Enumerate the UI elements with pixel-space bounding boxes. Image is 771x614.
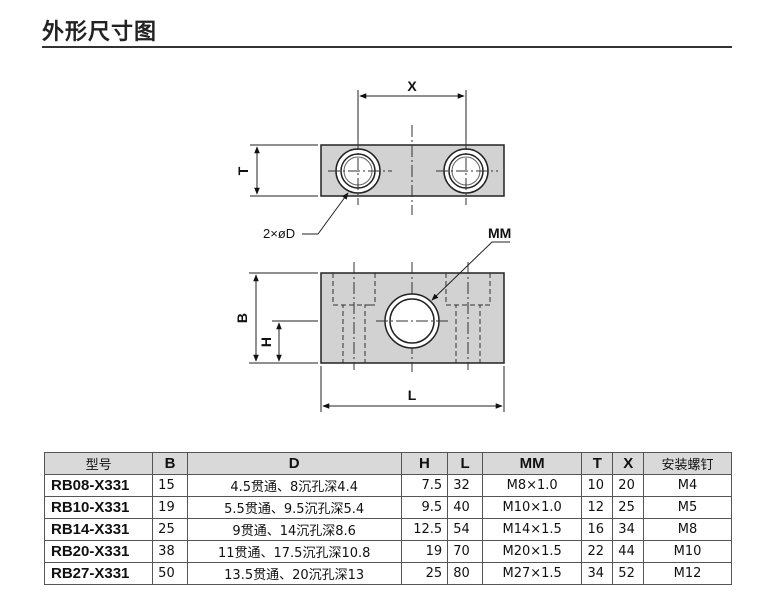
cell-l: 70 (447, 540, 483, 563)
dim-label-l: L (408, 387, 417, 403)
cell-d: 13.5贯通、20沉孔深13 (186, 562, 402, 585)
cell-b: 25 (152, 518, 188, 541)
dim-label-t: T (235, 166, 251, 175)
cell-screw: M10 (643, 540, 732, 563)
table-header-row: 型号 B D H L MM T X 安装螺钉 (43, 452, 732, 475)
cell-b: 19 (152, 496, 188, 519)
cell-d: 11贯通、17.5沉孔深10.8 (186, 540, 402, 563)
cell-x: 44 (612, 540, 645, 563)
front-view: MM B H L (234, 225, 511, 412)
dim-label-h: H (258, 337, 274, 347)
col-header-model: 型号 (43, 452, 154, 475)
cell-l: 32 (447, 474, 483, 497)
col-header-x: X (612, 452, 645, 475)
dimension-drawing: X T 2×øD MM B (234, 78, 511, 412)
dim-label-d: 2×øD (263, 226, 295, 241)
cell-l: 54 (447, 518, 483, 541)
cell-t: 34 (581, 562, 614, 585)
cell-mm: M27×1.5 (481, 562, 583, 585)
cell-x: 34 (612, 518, 645, 541)
cell-h: 19 (400, 540, 449, 563)
cell-t: 10 (581, 474, 614, 497)
cell-d: 4.5贯通、8沉孔深4.4 (186, 474, 402, 497)
cell-screw: M8 (643, 518, 732, 541)
cell-d: 5.5贯通、9.5沉孔深5.4 (186, 496, 402, 519)
cell-mm: M14×1.5 (481, 518, 583, 541)
col-header-l: L (447, 452, 483, 475)
dim-label-b: B (234, 313, 250, 323)
cell-d: 9贯通、14沉孔深8.6 (186, 518, 402, 541)
cell-x: 25 (612, 496, 645, 519)
cell-h: 25 (400, 562, 449, 585)
col-header-b: B (152, 452, 188, 475)
cell-mm: M8×1.0 (481, 474, 583, 497)
cell-model: RB27-X331 (43, 562, 154, 585)
cell-t: 12 (581, 496, 614, 519)
cell-mm: M10×1.0 (481, 496, 583, 519)
cell-x: 52 (612, 562, 645, 585)
col-header-screw: 安装螺钉 (643, 452, 732, 475)
page-title: 外形尺寸图 (42, 20, 158, 45)
cell-t: 22 (581, 540, 614, 563)
cell-h: 7.5 (400, 474, 449, 497)
cell-mm: M20×1.5 (481, 540, 583, 563)
title-divider (42, 46, 732, 48)
dim-label-x: X (407, 78, 417, 94)
cell-t: 16 (581, 518, 614, 541)
top-view: X T 2×øD (235, 78, 505, 241)
cell-l: 40 (447, 496, 483, 519)
cell-b: 50 (152, 562, 188, 585)
cell-model: RB08-X331 (43, 474, 154, 497)
col-header-mm: MM (481, 452, 583, 475)
col-header-d: D (186, 452, 402, 475)
cell-l: 80 (447, 562, 483, 585)
dim-label-mm: MM (488, 225, 511, 241)
cell-b: 38 (152, 540, 188, 563)
col-header-h: H (400, 452, 449, 475)
cell-model: RB10-X331 (43, 496, 154, 519)
col-header-t: T (581, 452, 614, 475)
cell-screw: M4 (643, 474, 732, 497)
cell-h: 12.5 (400, 518, 449, 541)
cell-x: 20 (612, 474, 645, 497)
cell-model: RB14-X331 (43, 518, 154, 541)
cell-screw: M12 (643, 562, 732, 585)
cell-b: 15 (152, 474, 188, 497)
cell-screw: M5 (643, 496, 732, 519)
cell-h: 9.5 (400, 496, 449, 519)
cell-model: RB20-X331 (43, 540, 154, 563)
